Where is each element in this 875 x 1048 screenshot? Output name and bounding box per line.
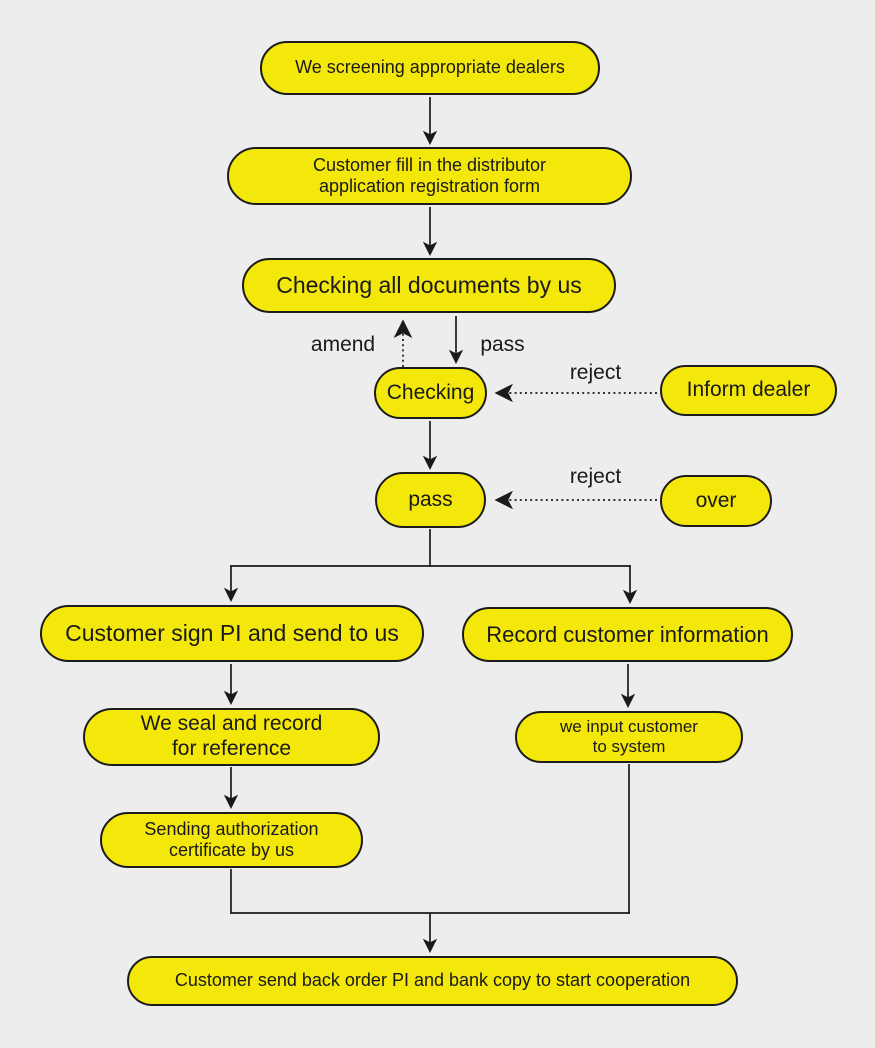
node-seal-record-line1: We seal and record bbox=[140, 712, 323, 736]
node-input-system-line1: we input customer bbox=[560, 716, 698, 736]
node-screening-label: We screening appropriate dealers bbox=[295, 57, 565, 78]
node-input-system: we input customer to system bbox=[515, 711, 743, 763]
edge-label-reject-bottom: reject bbox=[569, 465, 622, 488]
node-fill-form-line2: application registration form bbox=[318, 176, 541, 196]
node-seal-record-line2: for reference bbox=[171, 737, 292, 760]
node-over-label: over bbox=[695, 488, 737, 512]
node-pass-gate: pass bbox=[375, 472, 486, 528]
node-send-cert-line1: Sending authorization bbox=[144, 818, 319, 839]
node-check-docs: Checking all documents by us bbox=[242, 258, 616, 313]
node-screening: We screening appropriate dealers bbox=[260, 41, 600, 95]
node-send-cert: Sending authorization certificate by us bbox=[100, 812, 363, 868]
edge-label-reject-top: reject bbox=[569, 361, 622, 384]
node-over: over bbox=[660, 475, 772, 527]
node-check-docs-label: Checking all documents by us bbox=[276, 271, 582, 298]
node-seal-record: We seal and record for reference bbox=[83, 708, 380, 766]
node-cooperation: Customer send back order PI and bank cop… bbox=[127, 956, 738, 1006]
node-checking: Checking bbox=[374, 367, 487, 419]
node-record-info: Record customer information bbox=[462, 607, 793, 662]
node-input-system-line2: to system bbox=[592, 737, 666, 756]
node-send-cert-line2: certificate by us bbox=[168, 840, 295, 860]
node-fill-form-line1: Customer fill in the distributor bbox=[312, 154, 547, 175]
node-record-info-label: Record customer information bbox=[486, 621, 769, 647]
node-inform-dealer-label: Inform dealer bbox=[686, 378, 811, 402]
node-checking-label: Checking bbox=[386, 380, 475, 404]
node-inform-dealer: Inform dealer bbox=[660, 365, 837, 416]
node-cooperation-label: Customer send back order PI and bank cop… bbox=[174, 970, 691, 991]
node-fill-form: Customer fill in the distributor applica… bbox=[227, 147, 632, 205]
node-sign-pi-label: Customer sign PI and send to us bbox=[65, 619, 399, 646]
node-sign-pi: Customer sign PI and send to us bbox=[40, 605, 424, 662]
edge-label-amend: amend bbox=[310, 333, 376, 356]
edge-label-pass: pass bbox=[480, 333, 525, 356]
node-pass-gate-label: pass bbox=[408, 487, 453, 511]
